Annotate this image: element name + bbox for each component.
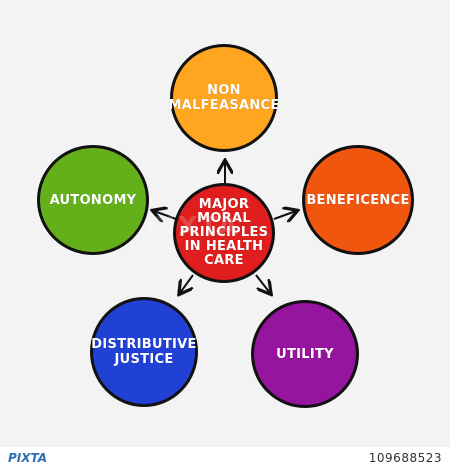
footer-brand: PIXTA [8,451,48,465]
node-autonomy: AUTONOMY [37,145,149,255]
footer-bar: PIXTA 109688523 [0,447,450,469]
central-node-label: MAJOR MORAL PRINCIPLES IN HEALTH CARE [179,197,269,268]
arrow-to-autonomy [154,211,177,219]
arrow-to-distributive-justice [180,274,194,293]
arrow-to-utility [255,274,270,293]
arrow-to-beneficence [273,211,296,219]
node-non-malfeasance-label: NON MALFEASANCE [168,83,280,113]
node-beneficence-label: BENEFICENCE [306,192,410,208]
node-non-malfeasance: NON MALFEASANCE [168,44,280,152]
node-distributive-justice-label: DISTRIBUTIVE JUSTICE [91,337,197,367]
node-distributive-justice: DISTRIBUTIVE JUSTICE [90,297,198,407]
footer-image-id: 109688523 [368,451,442,465]
node-utility: UTILITY [251,300,359,408]
node-autonomy-label: AUTONOMY [49,192,137,208]
node-utility-label: UTILITY [276,346,334,362]
node-beneficence: BENEFICENCE [302,145,414,255]
central-node: MAJOR MORAL PRINCIPLES IN HEALTH CARE [173,183,275,283]
